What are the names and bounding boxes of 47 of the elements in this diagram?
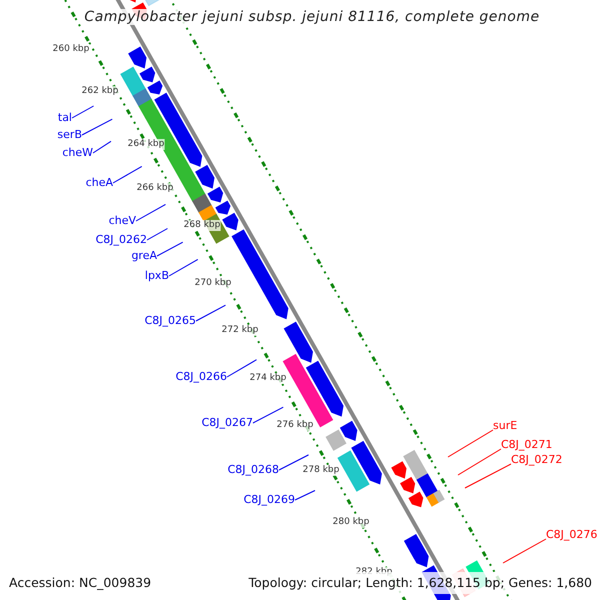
scale-label: 262 kbp — [82, 86, 118, 97]
leader-line — [252, 406, 284, 424]
scale-label: 278 kbp — [302, 465, 340, 476]
scale-label: 260 kbp — [52, 44, 90, 55]
gene-label: C8J_0265 — [144, 314, 196, 327]
leader-line — [146, 228, 168, 240]
leader-line — [168, 258, 198, 276]
gene-label: cheV — [108, 214, 136, 227]
leader-line — [294, 490, 316, 500]
scale-label: 274 kbp — [250, 373, 286, 384]
leader-line — [92, 140, 112, 154]
scale-label: 276 kbp — [276, 420, 314, 431]
gene-label: C8J_0276 — [546, 528, 598, 541]
gene-label: serB — [57, 128, 82, 141]
gene-label: lpxB — [144, 269, 169, 282]
leader-line — [448, 430, 494, 458]
gene-label: surE — [493, 419, 518, 432]
leader-line — [502, 538, 546, 564]
gene-label: C8J_0269 — [244, 493, 295, 506]
scale-label: 270 kbp — [194, 278, 232, 289]
gene-label: cheA — [86, 176, 113, 189]
leader-line — [72, 106, 94, 118]
gene-label: C8J_0266 — [176, 370, 227, 383]
gene-label: C8J_0268 — [228, 463, 279, 476]
gene-label: cheW — [62, 146, 93, 159]
leader-line — [82, 118, 113, 136]
leader-line — [458, 448, 502, 476]
scale-label: 266 kbp — [136, 183, 174, 194]
leader-line — [464, 464, 512, 488]
scale-label: 272 kbp — [222, 325, 258, 336]
gene-label: C8J_0271 — [501, 438, 552, 451]
gene-label: greA — [131, 249, 157, 262]
scale-label: 264 kbp — [128, 139, 164, 150]
leader-line — [196, 304, 226, 322]
gene-label: C8J_0267 — [202, 416, 253, 429]
gene-label: C8J_0272 — [511, 453, 562, 466]
leader-line — [226, 359, 258, 378]
leader-line — [112, 166, 142, 184]
gene-label: tal — [58, 111, 72, 124]
info-text: Accession: NC_009839 — [9, 575, 152, 590]
info-text: Topology: circular; Length: 1,628,115 bp; Genes: 1,680 — [248, 575, 592, 590]
leader-line — [136, 204, 166, 222]
gene-label: C8J_0262 — [96, 233, 147, 246]
scale-label: 280 kbp — [332, 517, 370, 528]
leader-line — [278, 454, 310, 470]
leader-line — [156, 242, 184, 256]
scale-label: 268 kbp — [184, 220, 220, 231]
